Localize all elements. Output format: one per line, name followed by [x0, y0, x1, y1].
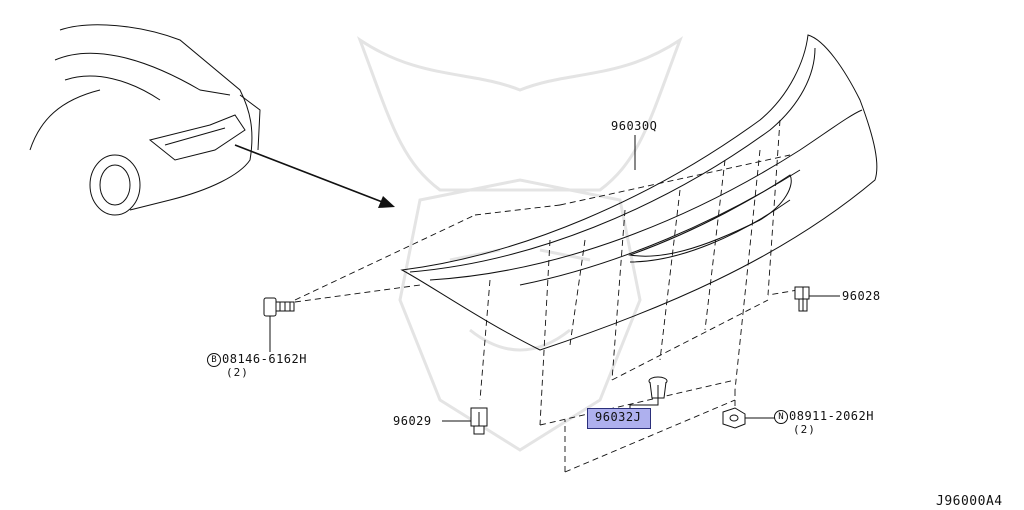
clip-96029-icon [470, 407, 488, 435]
part-label-08146[interactable]: 08146-6162H [222, 352, 307, 366]
watermark-logo [356, 36, 684, 452]
nut-icon [722, 407, 746, 429]
part-qty-08146: (2) [226, 366, 249, 379]
clip-96028-icon [794, 286, 810, 312]
guide-lines [294, 119, 799, 473]
grommet-icon [648, 376, 668, 399]
nut-prefix-badge: N [774, 410, 788, 424]
diagram-code: J96000A4 [936, 494, 1003, 509]
part-qty-08911: (2) [793, 423, 816, 436]
part-label-96029[interactable]: 96029 [393, 414, 432, 428]
part-label-08911[interactable]: 08911-2062H [789, 409, 874, 423]
direction-arrow [234, 144, 395, 208]
part-label-96030q[interactable]: 96030Q [611, 119, 658, 133]
car-outline [29, 24, 261, 216]
bolt-icon [263, 297, 295, 317]
highlighted-part-box[interactable] [587, 408, 651, 429]
part-label-96028[interactable]: 96028 [842, 289, 881, 303]
part-label-96032j[interactable]: 96032J [595, 410, 642, 424]
spoiler-panel [400, 34, 878, 351]
bolt-prefix-badge: B [207, 353, 221, 367]
